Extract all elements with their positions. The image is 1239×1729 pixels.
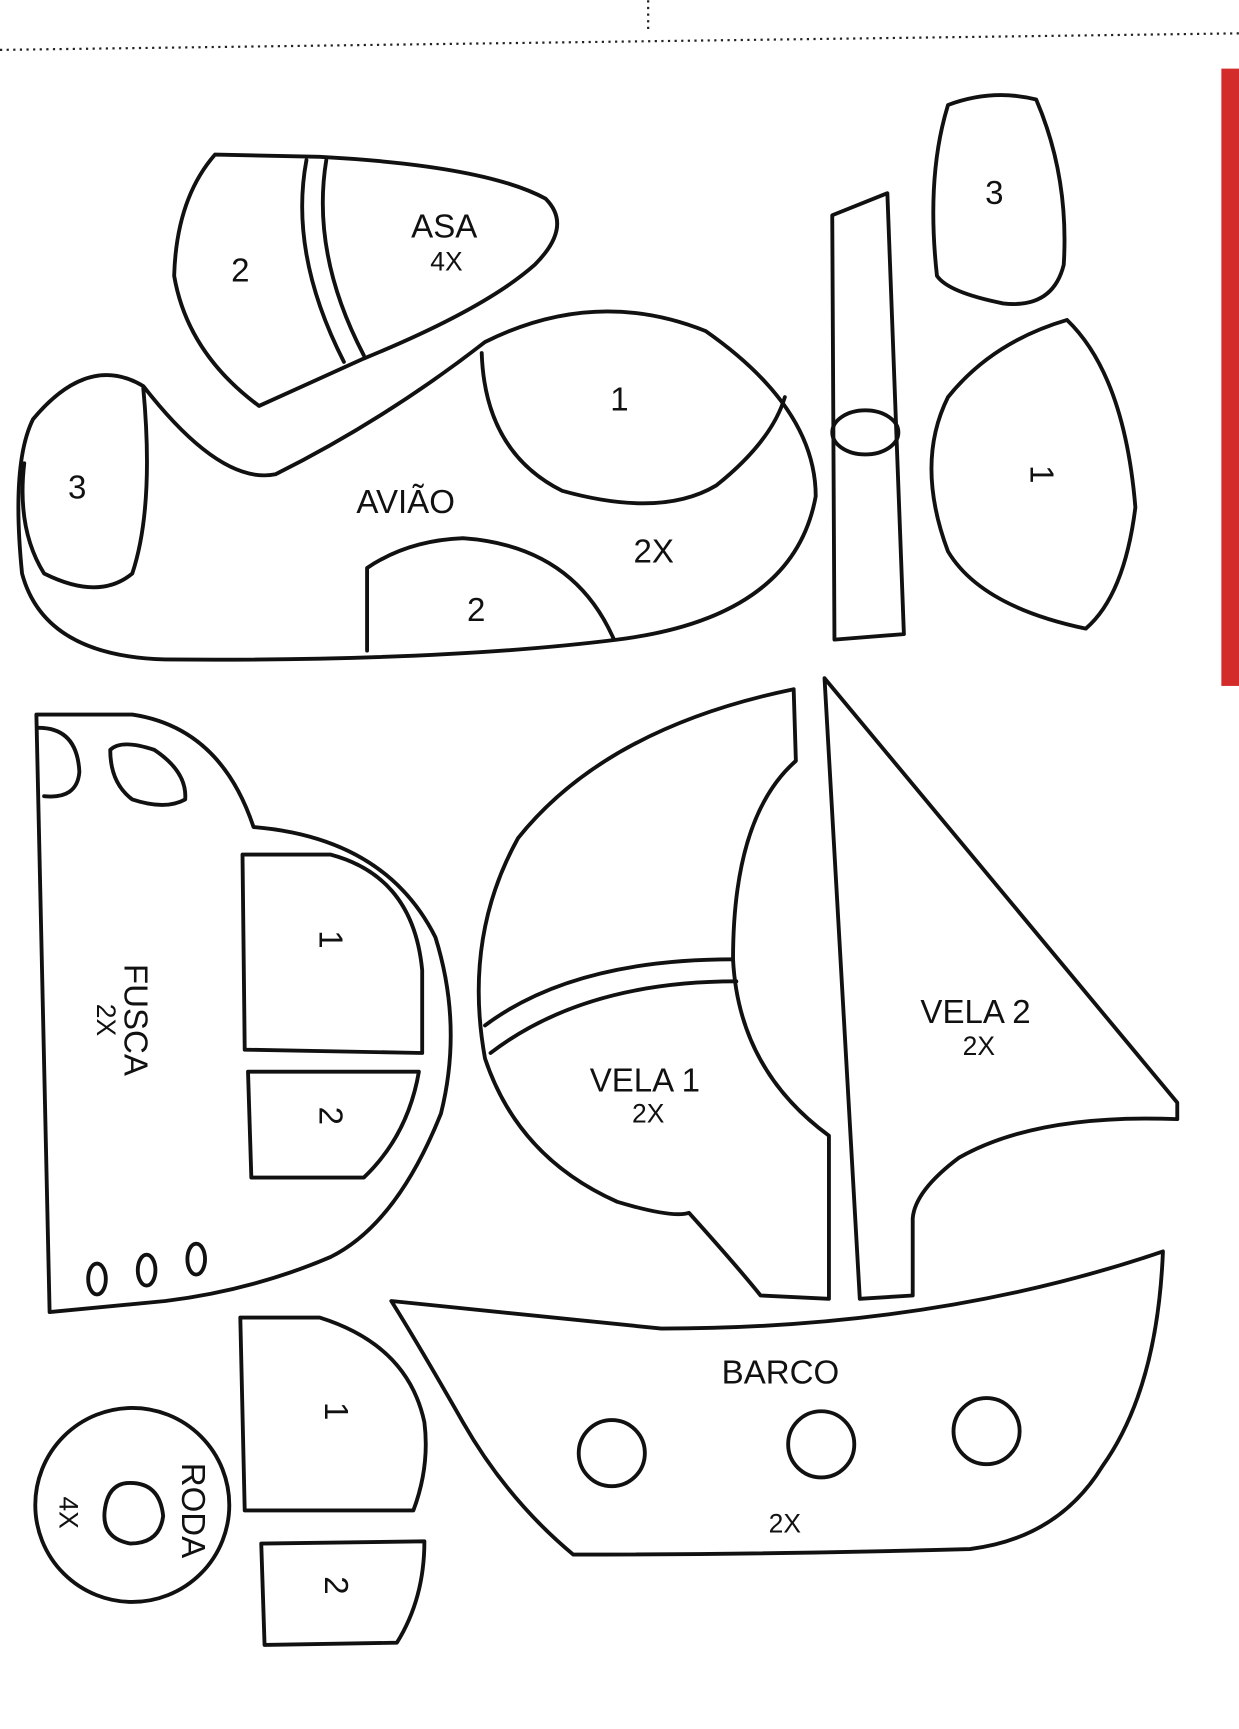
roda-count: 4X [54,1496,84,1529]
piece-3-label: 3 [985,175,1003,212]
fusca-count: 2X [91,1004,121,1037]
fusca-piece-2: 2 [259,1539,427,1647]
vela2-title: VELA 2 [920,994,1030,1031]
aviao-piece-3: 3 [931,93,1067,306]
aviao-piece-1: 1 [929,318,1138,631]
dotted-fold-line [0,32,1239,51]
barco-count: 2X [769,1509,802,1539]
roda-piece: RODA 4X [33,1406,232,1604]
fusca-part-2: 2 [312,1107,349,1125]
fusca-piece-1: 1 [238,1315,428,1513]
fusca-part-1: 1 [312,930,349,948]
asa-piece: ASA 4X 2 [172,152,560,408]
barco-title: BARCO [722,1355,840,1392]
asa-count: 4X [430,246,463,276]
vela2-count: 2X [963,1031,996,1061]
aviao-strip-piece [830,191,906,642]
aviao-part-3: 3 [68,470,86,507]
asa-part-2: 2 [231,252,249,289]
vela2-piece: VELA 2 2X [822,676,1180,1301]
aviao-count: 2X [633,533,673,570]
fusca-title: FUSCA [117,964,154,1076]
barco-piece: BARCO 2X [389,1249,1165,1557]
fusca-piece: FUSCA 2X 1 2 [34,712,453,1314]
fusca-piece-1-label: 1 [317,1402,354,1420]
vela1-piece: VELA 1 2X [476,687,831,1301]
aviao-part-1: 1 [610,381,628,418]
aviao-piece: AVIÃO 2X 1 2 3 [16,309,818,662]
aviao-part-2: 2 [467,592,485,629]
fusca-piece-2-label: 2 [317,1576,354,1594]
roda-title: RODA [174,1463,211,1558]
aviao-title: AVIÃO [356,483,455,521]
vela1-title: VELA 1 [590,1063,700,1100]
red-border [1221,68,1239,686]
asa-title: ASA [411,208,477,245]
piece-1-label: 1 [1023,465,1060,483]
vela1-count: 2X [632,1098,665,1128]
